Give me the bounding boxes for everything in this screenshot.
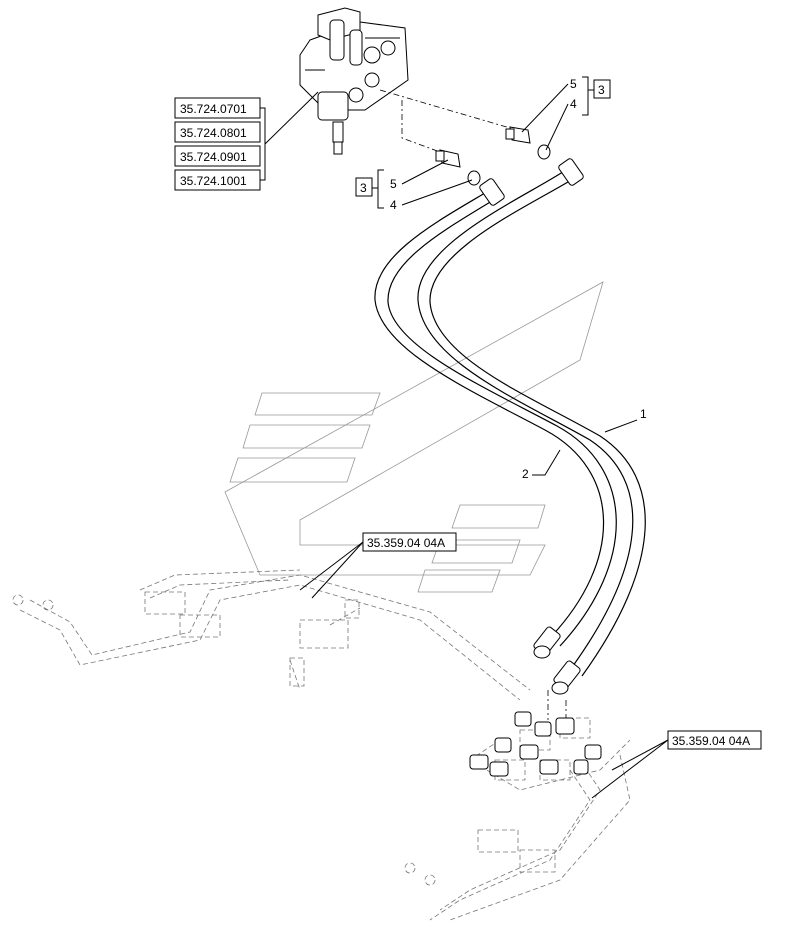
callout-group-top-right: 5 4 3 <box>521 76 611 151</box>
hose-2 <box>374 178 617 659</box>
watermark-logo <box>224 281 604 593</box>
hose-1 <box>417 158 646 695</box>
ghost-frame <box>12 569 631 921</box>
valve-code-2: 35.724.0801 <box>180 126 247 140</box>
fitting-left <box>435 149 481 186</box>
callout-5-left: 5 <box>390 177 397 191</box>
right-ref-code: 35.359.04 04A <box>672 734 750 748</box>
callout-4-left: 4 <box>390 198 397 212</box>
center-ref-code: 35.359.04 04A <box>367 536 445 550</box>
svg-text:1: 1 <box>640 407 647 421</box>
callout-hose-1: 1 <box>604 407 647 433</box>
valve-code-4: 35.724.1001 <box>180 174 247 188</box>
center-ref-callout: 35.359.04 04A <box>299 532 457 599</box>
right-ref-callout: 35.359.04 04A <box>591 730 762 799</box>
svg-text:2: 2 <box>522 467 529 481</box>
callout-hose-2: 2 <box>522 449 561 481</box>
callout-3-top: 3 <box>598 83 605 97</box>
valve-code-3: 35.724.0901 <box>180 150 247 164</box>
callout-3-left: 3 <box>360 181 367 195</box>
callout-group-left: 3 5 4 <box>355 159 473 212</box>
callout-5-top: 5 <box>570 77 577 91</box>
valve-code-list: 35.724.0701 35.724.0801 35.724.0901 35.7… <box>174 91 319 191</box>
valve-code-1: 35.724.0701 <box>180 102 247 116</box>
control-valve-assembly <box>299 7 409 155</box>
callout-4-top: 4 <box>570 97 577 111</box>
bottom-manifold <box>469 711 602 777</box>
fitting-top-right <box>505 126 551 160</box>
